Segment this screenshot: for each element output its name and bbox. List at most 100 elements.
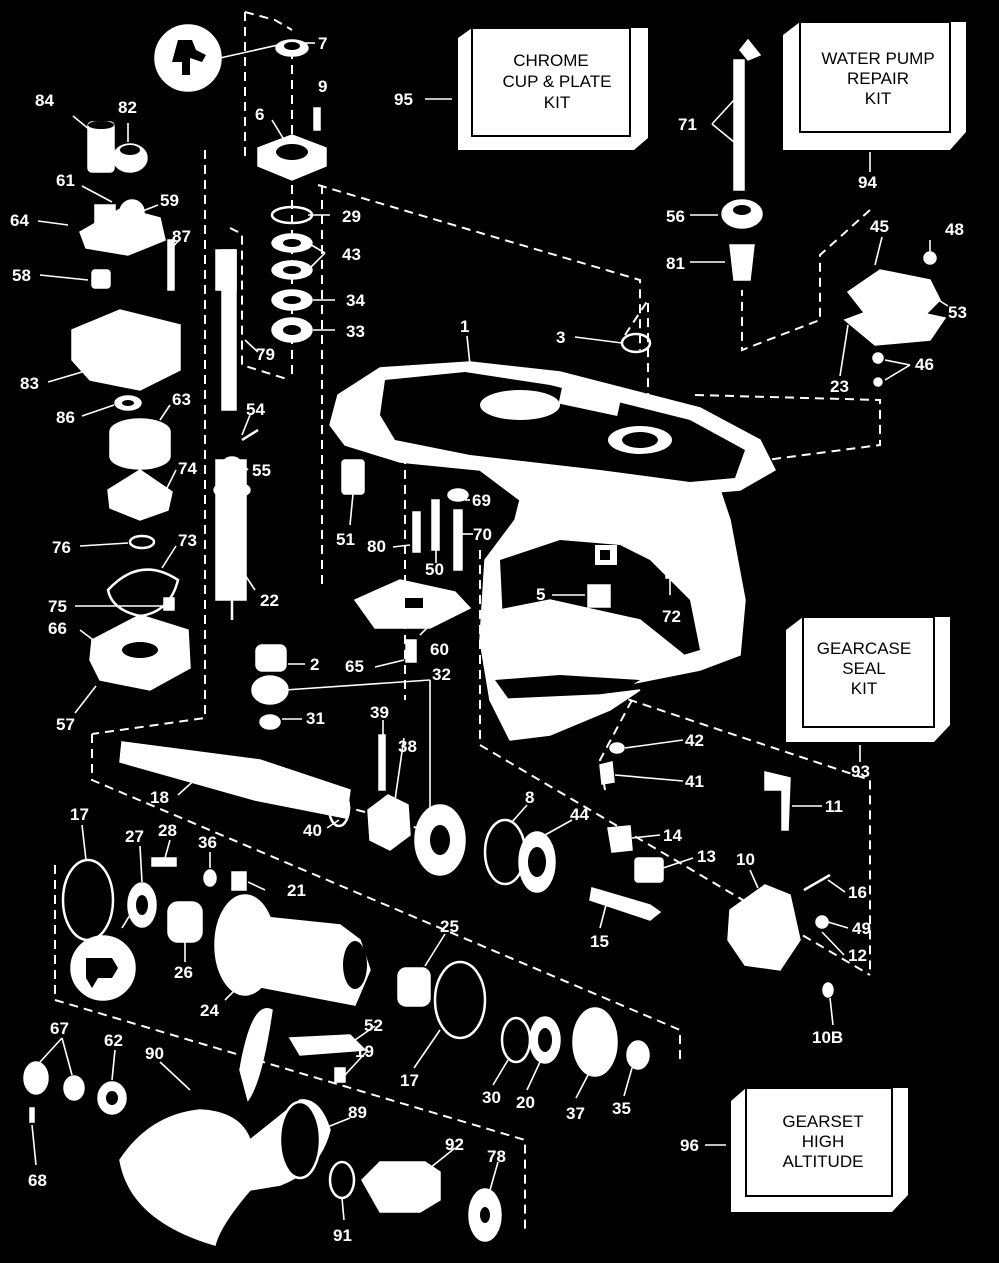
kit-box-water-pump: WATER PUMP REPAIR KIT [783, 21, 966, 150]
kit-chrome-line-3: KIT [544, 93, 570, 112]
label-71: 71 [678, 115, 697, 134]
label-26: 26 [174, 963, 193, 982]
label-95: 95 [394, 90, 413, 109]
label-61: 61 [56, 171, 75, 190]
label-55: 55 [252, 461, 271, 480]
kit-gearset-line-1: GEARSET [782, 1112, 863, 1131]
label-90: 90 [145, 1044, 164, 1063]
label-5: 5 [536, 585, 545, 604]
label-73: 73 [178, 531, 197, 550]
label-23: 23 [830, 377, 849, 396]
label-34: 34 [346, 291, 365, 310]
kit-chrome-line-2: CUP & PLATE [503, 72, 612, 91]
label-53: 53 [948, 303, 967, 322]
label-31: 31 [306, 709, 325, 728]
label-94: 94 [858, 173, 877, 192]
label-76: 76 [52, 538, 71, 557]
label-75: 75 [48, 597, 67, 616]
label-60: 60 [430, 640, 449, 659]
label-65: 65 [345, 657, 364, 676]
label-42: 42 [712, 547, 731, 566]
label-84: 84 [35, 91, 54, 110]
label-54: 54 [246, 400, 265, 419]
label-12: 12 [848, 946, 867, 965]
label-30: 30 [482, 1088, 501, 1107]
label-1: 1 [460, 317, 469, 336]
label-8: 8 [525, 788, 534, 807]
label-87: 87 [172, 227, 191, 246]
kit-water-pump-line-3: KIT [865, 89, 891, 108]
label-44: 44 [570, 805, 589, 824]
label-83: 83 [20, 374, 39, 393]
label-21: 21 [287, 881, 306, 900]
label-49: 49 [852, 919, 871, 938]
kit-gearcase-line-3: KIT [851, 679, 877, 698]
label-91: 91 [333, 1226, 352, 1245]
label-86: 86 [56, 408, 75, 427]
label-57: 57 [56, 715, 75, 734]
label-59: 59 [160, 191, 179, 210]
label-41b: 41 [685, 772, 704, 791]
label-11: 11 [825, 797, 843, 816]
label-6: 6 [255, 105, 264, 124]
label-43: 43 [342, 245, 361, 264]
label-70: 70 [473, 525, 492, 544]
label-66: 66 [48, 619, 67, 638]
assembly-dashed-lines [54, 11, 881, 1232]
label-29: 29 [342, 207, 361, 226]
kit-water-pump-line-2: REPAIR [847, 69, 909, 88]
kit-gearset-line-2: HIGH [802, 1132, 845, 1151]
leader-lines [31, 42, 949, 1221]
label-74: 74 [178, 459, 197, 478]
label-3: 3 [556, 328, 565, 347]
label-72: 72 [662, 607, 681, 626]
label-7: 7 [318, 34, 327, 53]
label-22: 22 [260, 591, 279, 610]
label-48: 48 [945, 220, 964, 239]
kit-water-pump-line-1: WATER PUMP [821, 49, 934, 68]
label-67: 67 [50, 1019, 69, 1038]
kit-gearcase-line-2: SEAL [842, 659, 885, 678]
label-13: 13 [697, 847, 716, 866]
kit-gearset-line-3: ALTITUDE [783, 1152, 864, 1171]
label-58: 58 [12, 266, 31, 285]
kit-box-chrome: CHROME CUP & PLATE KIT [458, 27, 648, 150]
label-37: 37 [566, 1104, 585, 1123]
label-80: 80 [367, 537, 386, 556]
label-36: 36 [198, 833, 217, 852]
label-42b: 42 [685, 731, 704, 750]
kit-box-gearcase-seal: GEARCASE SEAL KIT [786, 616, 950, 742]
label-88: 88 [610, 519, 629, 538]
label-52: 52 [364, 1016, 383, 1035]
label-50: 50 [425, 560, 444, 579]
label-20: 20 [516, 1093, 535, 1112]
label-96: 96 [680, 1136, 699, 1155]
label-68: 68 [28, 1171, 47, 1190]
label-62: 62 [104, 1031, 123, 1050]
label-79: 79 [256, 345, 275, 364]
label-69: 69 [472, 491, 491, 510]
label-24: 24 [200, 1001, 219, 1020]
label-15: 15 [590, 932, 609, 951]
label-41: 41 [690, 577, 709, 596]
label-32: 32 [432, 665, 451, 684]
label-25: 25 [440, 917, 459, 936]
label-45: 45 [870, 217, 889, 236]
part-number-labels: 7 9 6 95 71 94 84 82 61 59 64 87 58 83 8… [10, 34, 967, 1245]
gearcase-housing [329, 361, 776, 741]
label-40: 40 [303, 821, 322, 840]
label-14: 14 [663, 826, 682, 845]
label-89: 89 [348, 1103, 367, 1122]
label-82: 82 [118, 98, 137, 117]
label-9: 9 [318, 77, 327, 96]
label-33: 33 [346, 322, 365, 341]
label-46: 46 [915, 355, 934, 374]
label-51: 51 [336, 530, 355, 549]
label-64: 64 [10, 211, 29, 230]
label-93: 93 [851, 762, 870, 781]
label-35: 35 [612, 1099, 631, 1118]
parts [23, 24, 947, 1246]
label-38: 38 [398, 737, 417, 756]
label-92: 92 [445, 1135, 464, 1154]
label-17: 17 [70, 805, 89, 824]
